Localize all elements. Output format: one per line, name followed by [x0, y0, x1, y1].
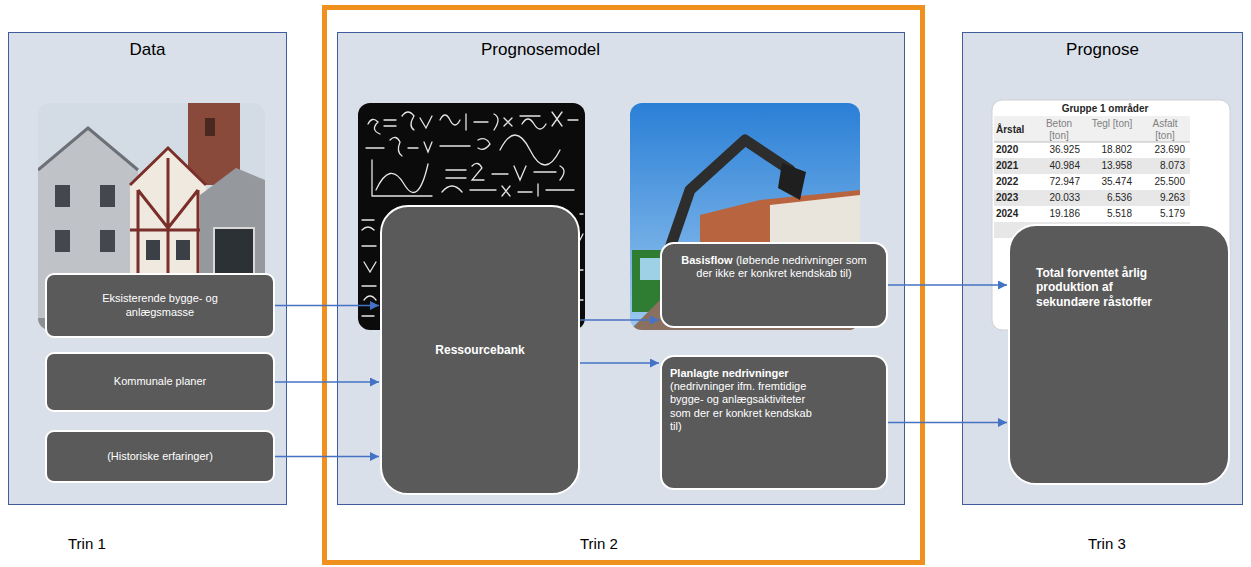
- input-box: Kommunale planer: [45, 352, 275, 412]
- table-cell: 2024: [996, 208, 1034, 220]
- step-label: Trin 3: [1088, 535, 1126, 552]
- box-label: Kommunale planer: [67, 375, 253, 388]
- table-cell: 18.802: [1088, 144, 1132, 156]
- box-text: Ressourcebank: [392, 343, 568, 357]
- table-cell: 20.033: [1036, 192, 1080, 204]
- table-header: Tegl [ton]: [1090, 118, 1134, 130]
- table-cell: 8.073: [1141, 160, 1185, 172]
- table-cell: 19.186: [1036, 208, 1080, 220]
- table-header: Asfalt [ton]: [1143, 118, 1187, 141]
- table-cell: 13.958: [1088, 160, 1132, 172]
- table-cell: 2022: [996, 176, 1034, 188]
- input-box: Eksisterende bygge- og anlægsmasse: [45, 273, 275, 338]
- step-label: Trin 1: [68, 535, 106, 552]
- box-text: Kommunale planer: [67, 375, 253, 388]
- box-text: Basisflow(løbende nedrivninger som der i…: [672, 254, 876, 280]
- table-header: Beton [ton]: [1037, 118, 1081, 141]
- table-cell: 23.690: [1141, 144, 1185, 156]
- step-label: Trin 2: [580, 535, 618, 552]
- box-label: Total forventet årlig produktion af seku…: [1036, 266, 1172, 309]
- step-panel: DataEksisterende bygge- og anlægsmasseKo…: [8, 32, 287, 505]
- box-label: Basisflow: [681, 254, 732, 266]
- table-cell: 5.179: [1141, 208, 1185, 220]
- input-box: (Historiske erfaringer): [45, 430, 275, 483]
- result-box: Total forventet årlig produktion af seku…: [1008, 224, 1230, 485]
- table-cell: 40.984: [1036, 160, 1080, 172]
- table-cell: 5.518: [1088, 208, 1132, 220]
- box-label: Planlagte nedrivninger: [670, 367, 816, 380]
- panel-title: Prognose: [963, 33, 1242, 60]
- table-title: Gruppe 1 områder: [1040, 103, 1170, 115]
- flow-box: Basisflow(løbende nedrivninger som der i…: [660, 242, 888, 328]
- table-cell: 35.474: [1088, 176, 1132, 188]
- box-description: (nedrivninger ifm. fremtidige bygge- og …: [670, 380, 816, 433]
- box-label: (Historiske erfaringer): [67, 450, 253, 463]
- focus-frame: [325, 8, 923, 563]
- step-panel: PrognoseTotal forventet årlig produktion…: [962, 32, 1243, 505]
- panel-title: Prognosemodel: [338, 33, 904, 60]
- table-cell: 25.500: [1141, 176, 1185, 188]
- table-cell: 6.536: [1088, 192, 1132, 204]
- box-text: Total forventet årlig produktion af seku…: [1036, 266, 1172, 309]
- flow-box: Planlagte nedrivninger(nedrivninger ifm.…: [660, 355, 888, 490]
- table-cell: 2021: [996, 160, 1034, 172]
- step-panel: PrognosemodelRessourcebank Basisflow(løbe…: [337, 32, 905, 505]
- table-cell: 2020: [996, 144, 1034, 156]
- table-cell: 36.925: [1036, 144, 1080, 156]
- table-header: Årstal: [996, 124, 1036, 136]
- box-label: Eksisterende bygge- og anlægsmasse: [67, 292, 253, 318]
- panel-title: Data: [9, 33, 286, 60]
- table-cell: 2023: [996, 192, 1034, 204]
- box-label: Ressourcebank: [392, 343, 568, 357]
- box-text: Planlagte nedrivninger(nedrivninger ifm.…: [670, 367, 816, 433]
- resource-box: Ressourcebank: [380, 205, 580, 495]
- table-cell: 72.947: [1036, 176, 1080, 188]
- box-text: Eksisterende bygge- og anlægsmasse: [67, 292, 253, 318]
- box-text: (Historiske erfaringer): [67, 450, 253, 463]
- table-cell: 9.263: [1141, 192, 1185, 204]
